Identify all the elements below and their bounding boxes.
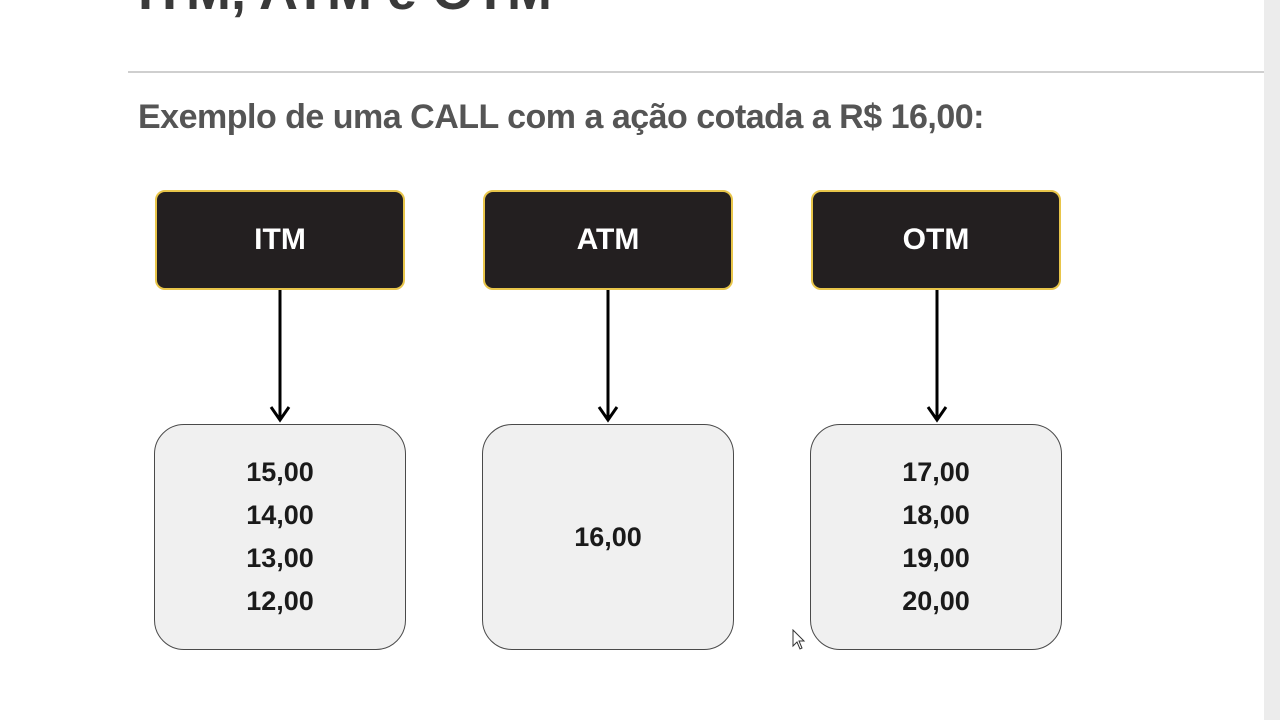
otm-values-box: 17,00 18,00 19,00 20,00 [810, 424, 1062, 650]
itm-arrow [269, 290, 291, 423]
itm-values-box: 15,00 14,00 13,00 12,00 [154, 424, 406, 650]
slide-subtitle: Exemplo de uma CALL com a ação cotada a … [138, 98, 984, 136]
otm-value: 19,00 [902, 543, 970, 573]
otm-value: 17,00 [902, 457, 970, 487]
otm-header-box: OTM [811, 190, 1061, 290]
otm-arrow [926, 290, 948, 423]
window-edge [1264, 0, 1280, 720]
itm-value: 13,00 [246, 543, 314, 573]
title-divider [128, 71, 1264, 73]
itm-value: 14,00 [246, 500, 314, 530]
otm-value: 18,00 [902, 500, 970, 530]
slide-title: ITM, ATM e OTM [138, 0, 552, 22]
atm-value: 16,00 [574, 521, 642, 552]
itm-value: 15,00 [246, 457, 314, 487]
atm-values-box: 16,00 [482, 424, 734, 650]
itm-value: 12,00 [246, 586, 314, 616]
mouse-pointer-icon [792, 629, 806, 650]
itm-header-box: ITM [155, 190, 405, 290]
atm-arrow [597, 290, 619, 423]
atm-header-box: ATM [483, 190, 733, 290]
otm-value: 20,00 [902, 586, 970, 616]
